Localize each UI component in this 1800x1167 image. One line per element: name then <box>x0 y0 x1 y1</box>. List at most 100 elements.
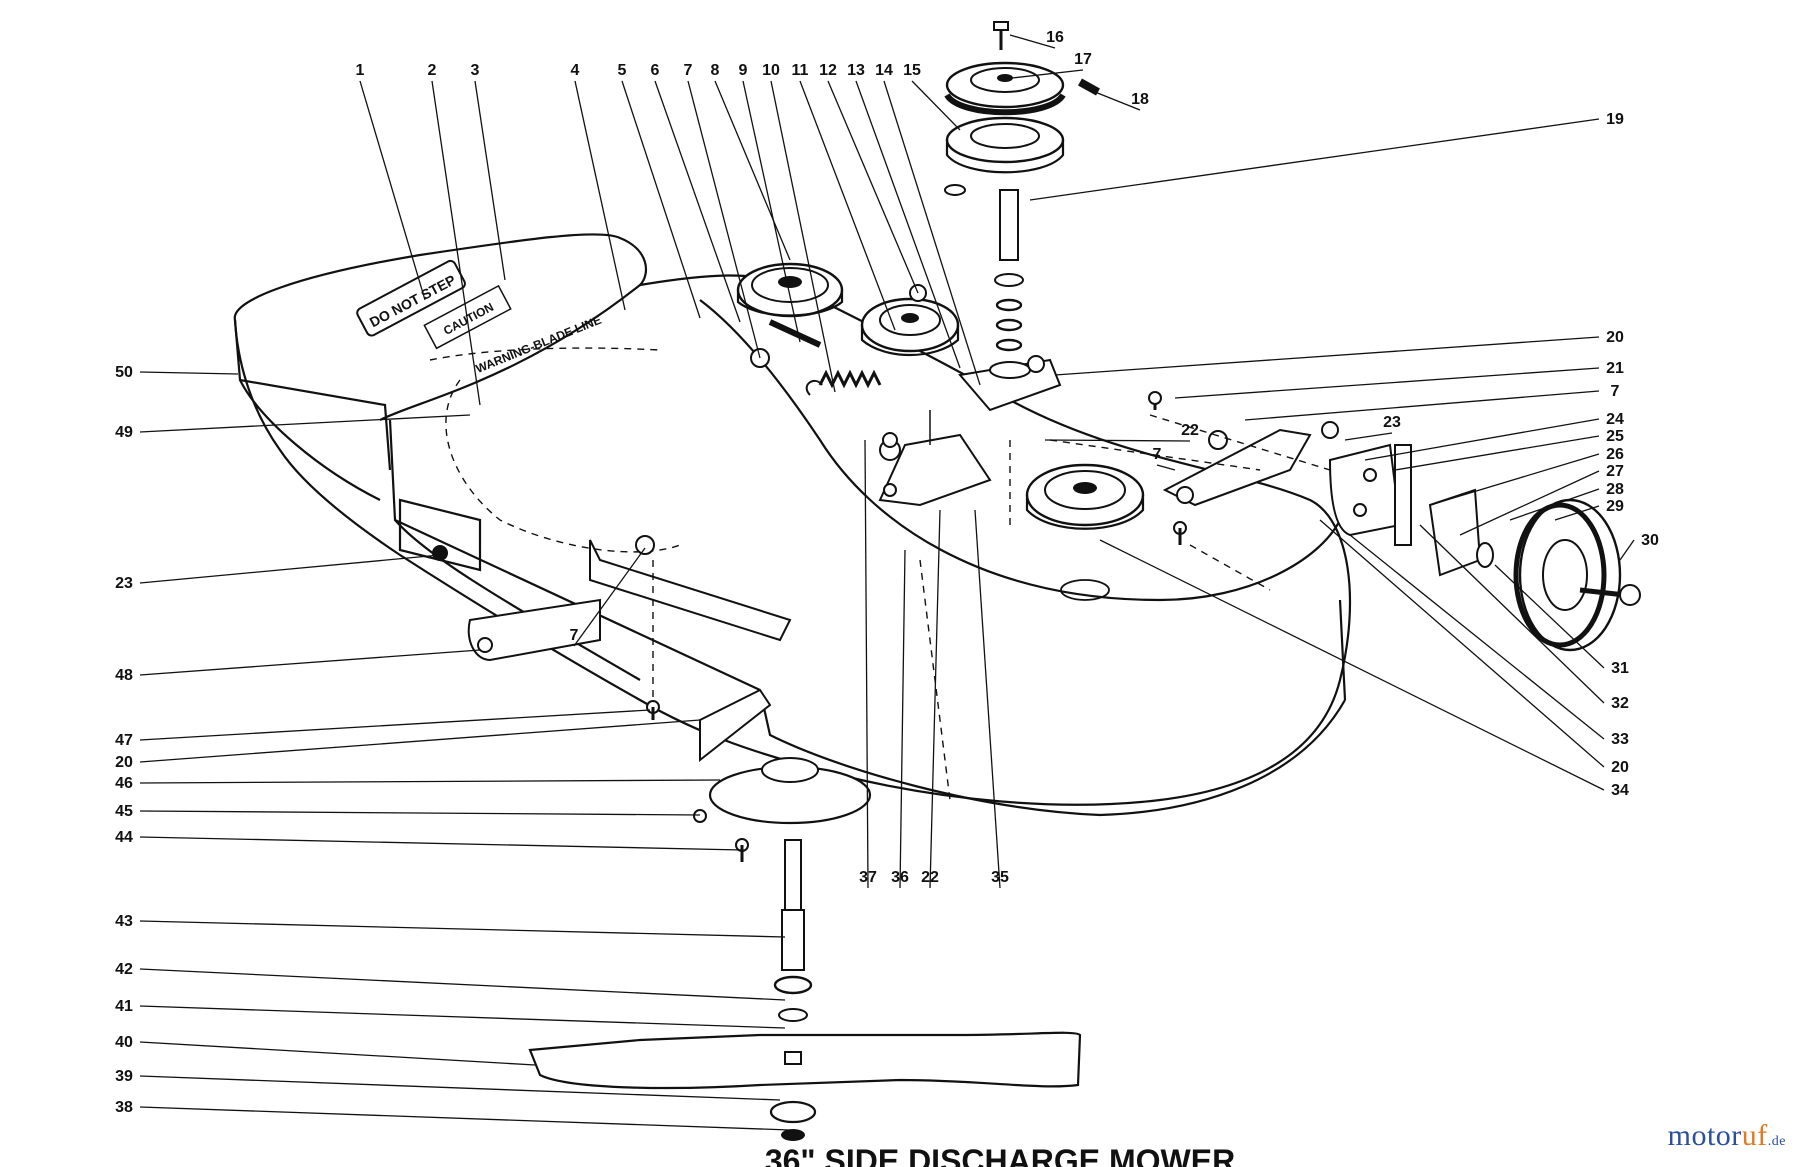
watermark: motoruf.de <box>1668 1119 1786 1153</box>
leader-line-35 <box>974 509 1001 889</box>
leader-line-26 <box>1429 453 1600 506</box>
callout-2: 2 <box>428 62 437 79</box>
leader-line-22 <box>929 509 941 889</box>
callout-29: 29 <box>1606 498 1624 515</box>
callout-16: 16 <box>1046 29 1064 46</box>
left-hanger-bracket <box>432 535 792 662</box>
callout-33: 33 <box>1611 731 1629 748</box>
watermark-part2: uf <box>1741 1119 1768 1152</box>
idler-bracket <box>878 410 992 507</box>
callout-9: 9 <box>739 62 748 79</box>
blade-spindle-assembly <box>528 688 1082 1141</box>
leader-line-4 <box>574 80 626 311</box>
callout-42: 42 <box>115 961 133 978</box>
callout-34: 34 <box>1611 782 1629 799</box>
leader-line-38 <box>139 1106 791 1131</box>
leader-line-7 <box>687 80 761 359</box>
tension-spring <box>805 369 882 396</box>
callout-40: 40 <box>115 1034 133 1051</box>
leader-line-44 <box>139 836 743 851</box>
leader-line-24 <box>1364 418 1600 461</box>
left-spindle-pulley <box>736 262 844 348</box>
right-spindle-pulley <box>1025 463 1145 601</box>
callout-32: 32 <box>1611 695 1629 712</box>
leader-line-37 <box>864 439 869 889</box>
callout-20: 20 <box>115 754 133 771</box>
leader-line-29 <box>1554 505 1600 521</box>
callout-23: 23 <box>115 575 133 592</box>
callout-37: 37 <box>859 869 877 886</box>
watermark-part3: .de <box>1767 1134 1786 1149</box>
callout-20: 20 <box>1606 329 1624 346</box>
callout-38: 38 <box>115 1099 133 1116</box>
callout-47: 47 <box>115 732 133 749</box>
callout-1: 1 <box>356 62 365 79</box>
callout-7: 7 <box>1611 383 1620 400</box>
callout-49: 49 <box>115 424 133 441</box>
leader-line-27 <box>1459 470 1600 536</box>
callout-14: 14 <box>875 62 893 79</box>
leader-line-41 <box>139 1005 786 1029</box>
callout-21: 21 <box>1606 360 1624 377</box>
callout-17: 17 <box>1074 51 1092 68</box>
watermark-part1: motor <box>1667 1119 1742 1152</box>
leader-line-19 <box>1029 118 1600 201</box>
leader-line-8 <box>714 80 791 261</box>
right-hanger-bracket <box>1162 428 1482 577</box>
leader-line-45 <box>139 810 701 816</box>
leader-line-46 <box>139 779 721 784</box>
leader-line-16 <box>1009 34 1056 49</box>
leader-line-20 <box>1319 519 1605 768</box>
callout-7: 7 <box>1153 446 1162 463</box>
callout-24: 24 <box>1606 411 1624 428</box>
callout-44: 44 <box>115 829 133 846</box>
leader-line-10 <box>770 80 836 393</box>
leader-line-31 <box>1494 564 1605 669</box>
leader-line-21 <box>1174 367 1600 399</box>
leader-line-36 <box>899 549 906 889</box>
callout-6: 6 <box>651 62 660 79</box>
leader-line-6 <box>654 80 741 323</box>
leader-line-33 <box>1349 534 1605 740</box>
callout-31: 31 <box>1611 660 1629 677</box>
callout-35: 35 <box>991 869 1009 886</box>
engine-pulley-assembly <box>944 21 1100 174</box>
callout-45: 45 <box>115 803 133 820</box>
leader-line-3 <box>474 80 506 281</box>
leader-line-20 <box>139 719 701 763</box>
diagram-title: 36" SIDE DISCHARGE MOWER <box>765 1143 1235 1167</box>
leader-line-32 <box>1419 524 1605 704</box>
callout-12: 12 <box>819 62 837 79</box>
callout-15: 15 <box>903 62 921 79</box>
callout-11: 11 <box>792 62 809 79</box>
callout-3: 3 <box>471 62 480 79</box>
leader-line-39 <box>139 1075 781 1101</box>
callout-46: 46 <box>115 775 133 792</box>
leader-line-23 <box>1344 432 1393 441</box>
callout-36: 36 <box>891 869 909 886</box>
callout-50: 50 <box>115 364 133 381</box>
leader-line-28 <box>1509 488 1600 521</box>
leader-line-20 <box>1054 336 1600 376</box>
leader-line-9 <box>742 80 801 343</box>
callout-20: 20 <box>1611 759 1629 776</box>
leader-line-12 <box>827 80 919 294</box>
center-spindle-shaft <box>944 184 1062 412</box>
leader-line-7 <box>1244 390 1600 421</box>
leader-line-25 <box>1394 435 1600 471</box>
deck-decals: DO NOT STEP CAUTION WARNING-BLADE LINE <box>356 259 603 376</box>
callout-5: 5 <box>618 62 627 79</box>
leader-line-22 <box>1044 439 1191 442</box>
leader-line-50 <box>139 371 239 375</box>
leader-line-40 <box>139 1041 536 1066</box>
callout-48: 48 <box>115 667 133 684</box>
callout-25: 25 <box>1606 428 1624 445</box>
callout-19: 19 <box>1606 111 1624 128</box>
leader-line-1 <box>359 80 426 301</box>
callout-23: 23 <box>1383 414 1401 431</box>
decal-blade-line: WARNING-BLADE LINE <box>474 313 603 376</box>
callout-7: 7 <box>684 62 693 79</box>
leader-line-47 <box>139 709 651 741</box>
leader-lines <box>139 34 1635 1131</box>
